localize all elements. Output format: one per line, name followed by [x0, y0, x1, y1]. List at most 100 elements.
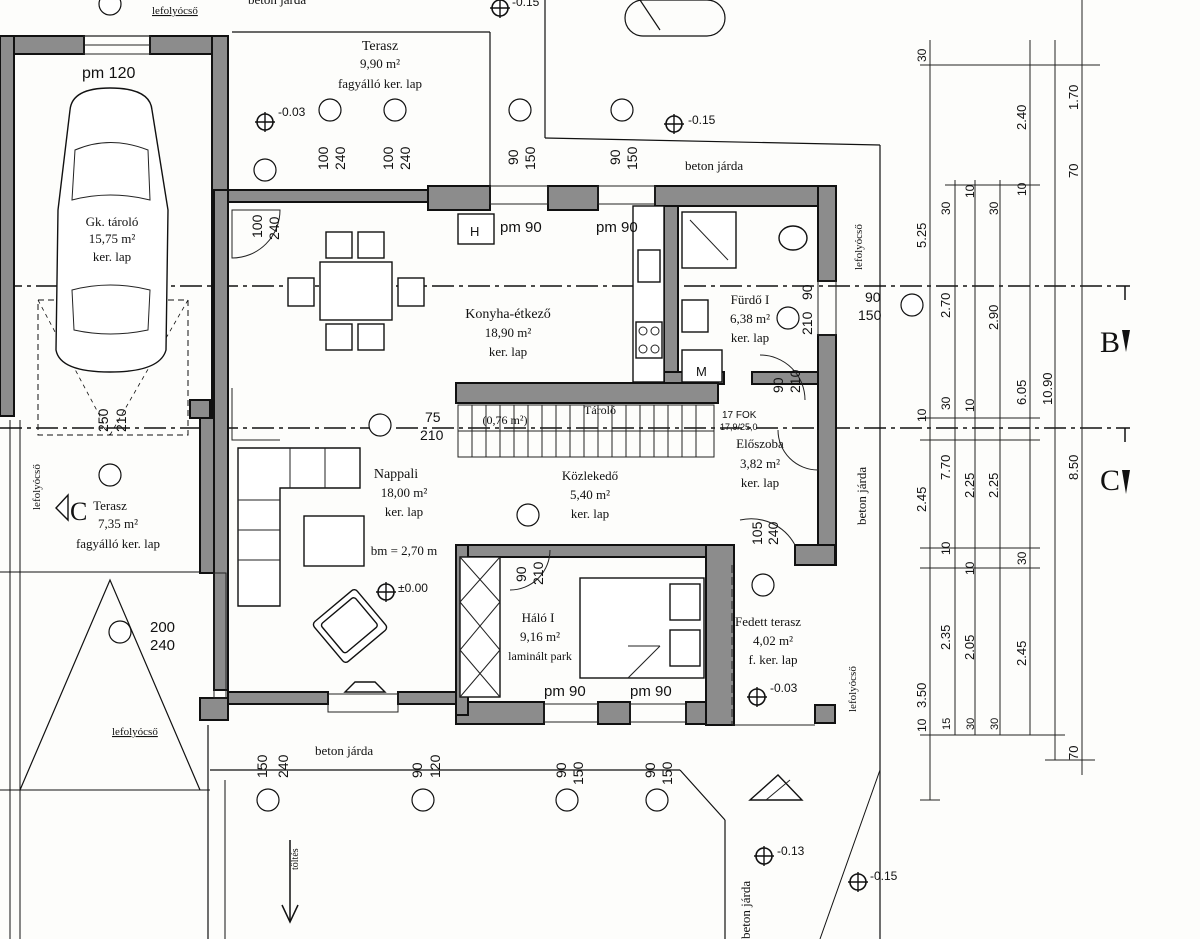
dimension-label: 10: [1015, 182, 1029, 196]
level-markers: [255, 0, 868, 892]
dimension-label: -0.15: [688, 113, 716, 127]
dimension-label: -0.03: [278, 105, 306, 119]
dimension-label: 7.70: [938, 455, 953, 480]
dimension-lines: [55, 0, 1130, 801]
dimension-label: 250: [95, 408, 111, 432]
room-finish: f. ker. lap: [748, 652, 797, 667]
dimension-label: ±0.00: [398, 581, 428, 595]
dimension-label: 240: [275, 754, 291, 778]
dimension-label: 2.35: [938, 625, 953, 650]
dimension-label: 90: [505, 149, 521, 165]
room-name: Fedett terasz: [735, 614, 801, 629]
dimension-label: 2.25: [962, 473, 977, 498]
room-area: 9,16 m²: [520, 629, 560, 644]
level-marker-icon: [255, 112, 275, 132]
dimension-label: 10.90: [1040, 372, 1055, 405]
opening-label: pm 90: [596, 219, 638, 236]
dimension-label: 210: [799, 311, 815, 335]
dimension-label: 150: [659, 761, 675, 785]
dimension-label: 90: [799, 284, 815, 300]
lefolyocso-label: lefolyócső: [112, 726, 158, 738]
washing-machine: [681, 349, 723, 383]
room-labels: Terasz 9,90 m² fagyálló ker. lap Gk. tár…: [76, 39, 801, 667]
dimension-label: 150: [858, 307, 882, 323]
room-name: Háló I: [522, 610, 555, 625]
dimension-label: 1.70: [1066, 85, 1081, 110]
walls: [0, 35, 837, 726]
opening-label: pm 90: [544, 683, 586, 700]
dimension-label: 70: [1066, 164, 1081, 178]
room-name: Fürdő I: [731, 292, 770, 307]
room-name: Előszoba: [736, 436, 784, 451]
dimension-label: 150: [522, 146, 538, 170]
dimension-label: 210: [420, 427, 444, 443]
dimension-label: 3.50: [914, 683, 929, 708]
dimension-label: 210: [530, 561, 546, 585]
dimension-label: 30: [987, 201, 1001, 215]
room-finish: ker. lap: [489, 344, 527, 359]
dimension-label: 30: [915, 48, 929, 62]
beton-jarda-label: beton járda: [685, 158, 743, 173]
section-b-label: B: [1100, 326, 1120, 359]
dimension-label: 100: [315, 146, 331, 170]
room-area: 3,82 m²: [740, 456, 780, 471]
toltes-label: töltés: [290, 848, 301, 870]
room-area: 4,02 m²: [753, 633, 793, 648]
room-finish: ker. lap: [93, 249, 131, 264]
room-finish: fagyálló ker. lap: [338, 76, 422, 91]
dimension-label: -0.13: [777, 844, 805, 858]
room-name: Terasz: [93, 498, 127, 513]
furniture: [55, 87, 819, 726]
dimension-label: 90: [642, 762, 658, 778]
opening-label: pm 90: [500, 219, 542, 236]
dimension-label: 2.05: [962, 635, 977, 660]
room-name: Gk. tároló: [86, 214, 139, 229]
room-area: 18,90 m²: [485, 325, 532, 340]
dimension-label: 2.45: [1014, 641, 1029, 666]
opening-dimensions: pm 120 pm 90 pm 90 pm 90 pm 90 100 240 1…: [82, 65, 882, 785]
dimension-label: 240: [150, 637, 175, 654]
bed: [579, 577, 705, 679]
section-c-label: C: [70, 497, 87, 526]
beton-jarda-label: beton járda: [854, 467, 869, 525]
dimension-label: 150: [254, 754, 270, 778]
room-height: bm = 2,70 m: [371, 543, 438, 558]
room-name: Nappali: [374, 467, 418, 482]
room-name: Közlekedő: [562, 468, 618, 483]
chain-dimensions: 30 5.25 10 2.45 3.50 10 30 2.70 30 7.70 …: [914, 48, 1081, 760]
room-finish: ker. lap: [571, 506, 609, 521]
dimension-label: 30: [1015, 551, 1029, 565]
room-name: Tároló: [584, 403, 616, 417]
dimension-label: 240: [332, 146, 348, 170]
dimension-label: 2.40: [1014, 105, 1029, 130]
room-name: Konyha-étkező: [465, 307, 551, 322]
dimension-label: 15: [941, 718, 953, 730]
dimension-label: 100: [249, 214, 265, 238]
room-area: 18,00 m²: [381, 485, 428, 500]
dimension-label: 2.45: [914, 487, 929, 512]
dimension-label: 75: [425, 409, 441, 425]
section-c-label: C: [1100, 464, 1120, 497]
dimension-label: 30: [939, 201, 953, 215]
room-area: 5,40 m²: [570, 487, 610, 502]
sofa: [237, 447, 365, 607]
dimension-label: 10: [915, 408, 929, 422]
dimension-label: 2.90: [986, 305, 1001, 330]
dimension-label: 105: [749, 521, 765, 545]
dimension-label: 2.70: [938, 293, 953, 318]
lefolyocso-label: lefolyócső: [853, 224, 865, 270]
staircase: [457, 404, 715, 458]
dimension-label: 5.25: [914, 223, 929, 248]
dimension-label: 30: [939, 396, 953, 410]
dimension-label: 210: [787, 369, 803, 393]
site-lines: [0, 0, 1130, 939]
beton-jarda-label: beton járda: [738, 881, 753, 939]
dimension-label: 8.50: [1066, 455, 1081, 480]
dimension-label: 90: [553, 762, 569, 778]
stair-size: 17,9/25,0: [720, 422, 758, 432]
dimension-label: 240: [266, 216, 282, 240]
room-finish: ker. lap: [731, 330, 769, 345]
dimension-label: 70: [1066, 746, 1081, 760]
dimension-label: 120: [427, 754, 443, 778]
